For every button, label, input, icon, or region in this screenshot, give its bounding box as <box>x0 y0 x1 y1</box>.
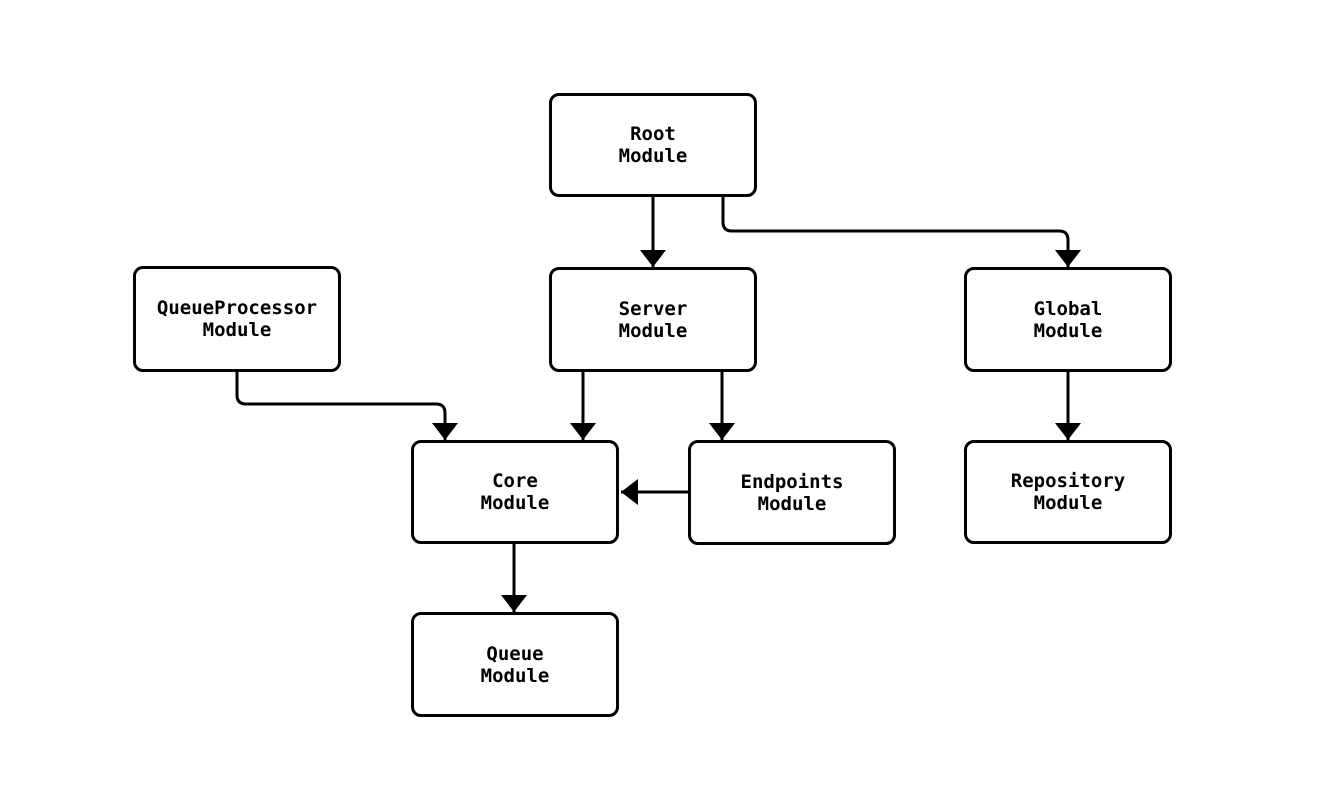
diagram-node-core: Core Module <box>411 440 619 544</box>
edge-root-to-global <box>721 197 1070 267</box>
arrowhead-icon <box>570 423 596 440</box>
diagram-node-endpoints: Endpoints Module <box>688 440 896 545</box>
node-label: Root Module <box>618 123 688 167</box>
node-label: Repository Module <box>1010 470 1126 514</box>
arrowhead-icon <box>640 250 666 267</box>
arrowhead-icon <box>501 595 527 612</box>
node-label: Server Module <box>618 297 688 342</box>
diagram-node-repository: Repository Module <box>964 440 1172 544</box>
diagram-node-queue: Queue Module <box>411 612 619 717</box>
node-label: Queue Module <box>480 642 550 687</box>
edge-queueprocessor-to-core <box>235 372 447 440</box>
arrowhead-icon <box>1055 250 1081 267</box>
arrowhead-icon <box>709 423 735 440</box>
arrowhead-icon <box>1055 423 1081 440</box>
node-label: Endpoints Module <box>740 470 844 515</box>
diagram-node-global: Global Module <box>964 267 1172 372</box>
diagram-node-queueprocessor: QueueProcessor Module <box>133 266 341 372</box>
diagram-node-server: Server Module <box>549 267 757 372</box>
diagram-node-root: Root Module <box>549 93 757 197</box>
arrowhead-icon <box>621 479 638 505</box>
arrowhead-icon <box>432 423 458 440</box>
node-label: QueueProcessor Module <box>156 297 318 341</box>
node-label: Core Module <box>480 470 550 514</box>
node-label: Global Module <box>1033 297 1103 342</box>
